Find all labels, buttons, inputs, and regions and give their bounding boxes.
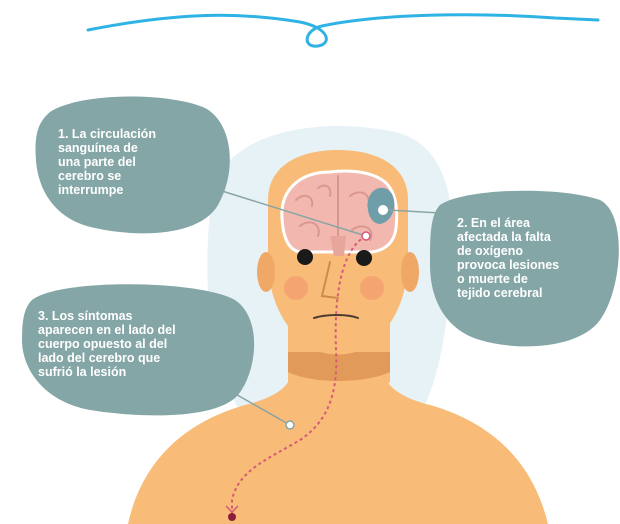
callout-3-bubble bbox=[22, 284, 255, 416]
connector-line-3 bbox=[231, 391, 291, 426]
left-cheek bbox=[284, 276, 308, 300]
callout-2-text: 2. En el área afectada la falta de oxíge… bbox=[457, 216, 560, 300]
right-cheek bbox=[360, 276, 384, 300]
callout-1-text: 1. La circulación sanguínea de una parte… bbox=[58, 127, 156, 197]
lesion-marker bbox=[376, 203, 390, 217]
brain-folds bbox=[295, 175, 373, 249]
path-start-dot bbox=[361, 231, 371, 241]
path-end-dot bbox=[228, 513, 236, 521]
body-shoulders bbox=[128, 378, 548, 524]
signal-path bbox=[231, 235, 367, 514]
body-point-dot bbox=[285, 420, 295, 430]
right-ear bbox=[401, 252, 419, 292]
left-ear bbox=[257, 252, 275, 292]
callout-1-bubble bbox=[35, 96, 230, 234]
right-eye bbox=[356, 250, 372, 266]
brain-stem bbox=[330, 236, 346, 256]
callout-3-text: 3. Los síntomas aparecen en el lado del … bbox=[38, 309, 176, 379]
nose bbox=[320, 261, 339, 299]
neck-shadow bbox=[288, 352, 390, 381]
swirl-divider-icon bbox=[86, 13, 600, 48]
connector-line-2 bbox=[387, 209, 441, 214]
left-eye bbox=[297, 249, 313, 265]
mouth bbox=[313, 314, 359, 319]
connector-line-1 bbox=[205, 185, 367, 237]
callout-2-bubble bbox=[430, 190, 619, 347]
path-arrow-icon bbox=[225, 505, 239, 514]
